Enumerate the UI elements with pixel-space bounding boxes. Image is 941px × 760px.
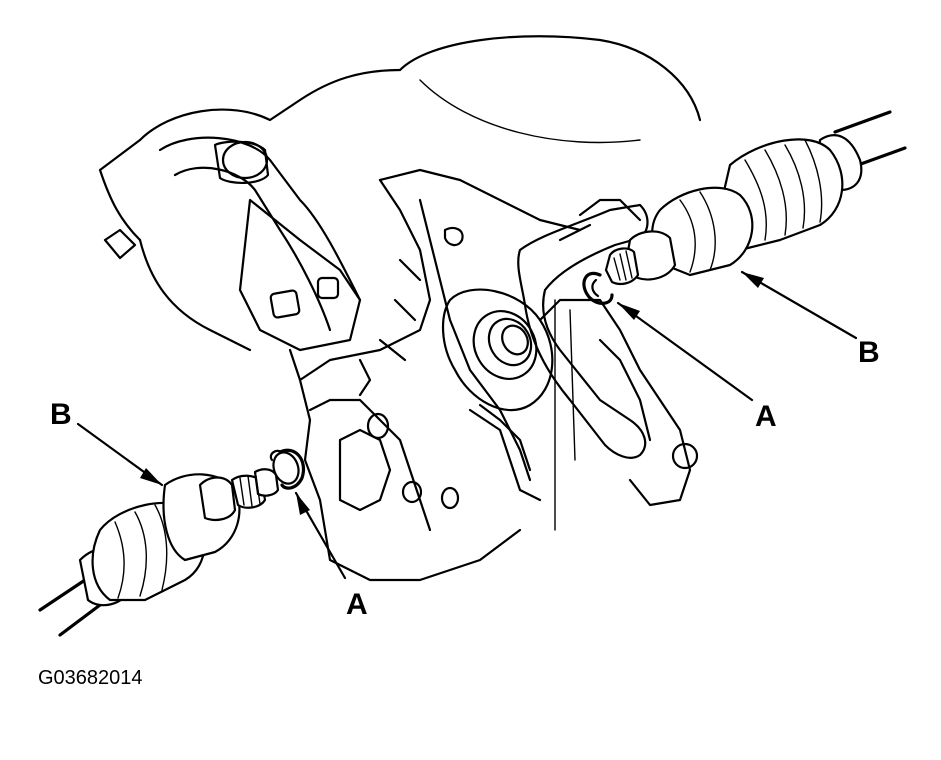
callout-b-left: B <box>50 398 72 431</box>
callout-a-right: A <box>755 400 777 433</box>
driveshaft-right <box>604 110 907 286</box>
arrowhead-b-right <box>742 272 764 288</box>
output-bearing <box>441 288 554 472</box>
arrowhead-a-right <box>618 303 640 320</box>
shift-bracket <box>517 203 649 459</box>
callout-a-left: A <box>346 588 368 621</box>
snap-ring-left <box>269 448 305 490</box>
snap-ring-right <box>582 271 614 305</box>
figure-id: G03682014 <box>38 667 143 689</box>
transmission-case <box>98 35 702 582</box>
arrowhead-a-left <box>296 493 310 515</box>
leader-lines <box>76 270 858 580</box>
driveshaft-left <box>38 468 280 637</box>
leader-a-right <box>616 301 754 402</box>
callout-b-right: B <box>858 336 880 369</box>
arrowhead-b-left <box>140 468 162 485</box>
